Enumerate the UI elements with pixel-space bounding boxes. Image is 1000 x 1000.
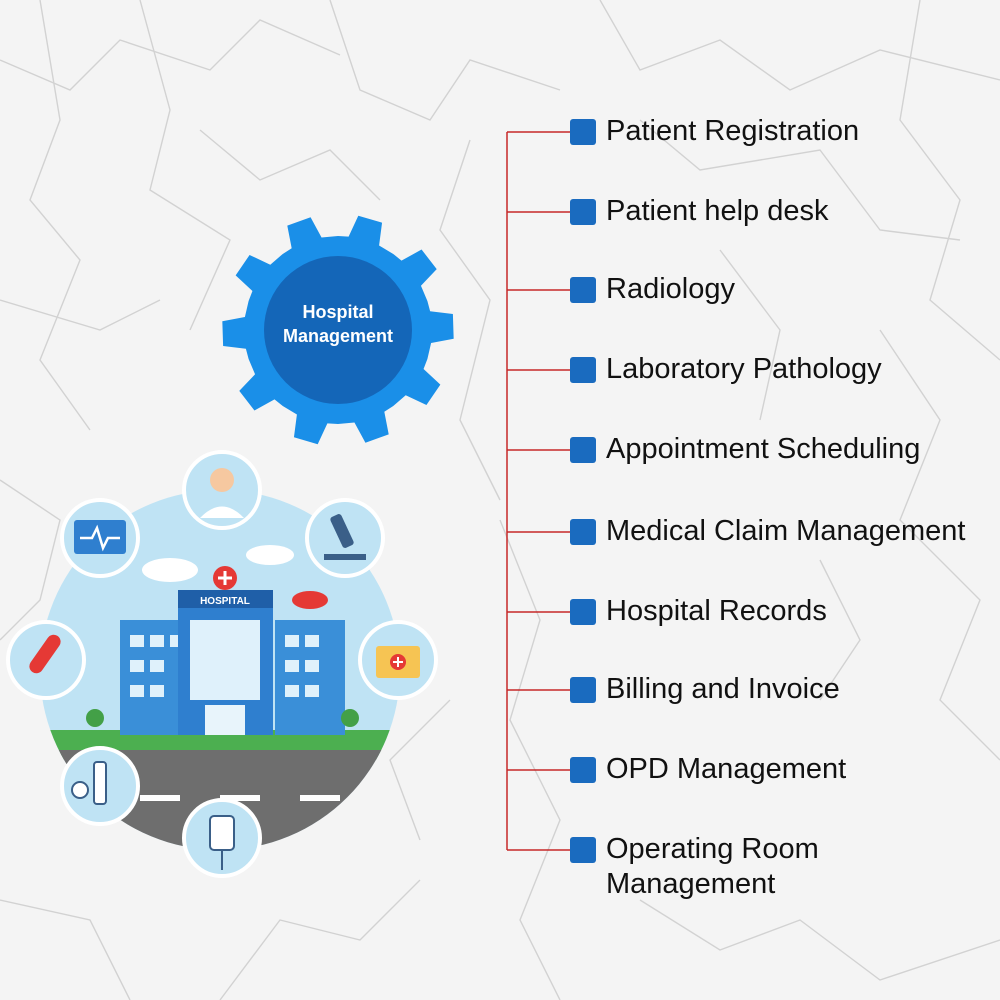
feature-item-line1: Laboratory Pathology [606,353,882,385]
feature-item-label: Billing and Invoice [606,672,840,707]
iv-drip-icon [182,798,262,878]
feature-item-label: Patient help desk [606,194,828,229]
bullet-square [570,199,596,225]
bullet-square [570,437,596,463]
hospital-illustration: HOSPITAL [6,450,438,878]
helicopter-icon [292,591,328,609]
bullet-square [570,677,596,703]
bullet-square [570,357,596,383]
bullet-square [570,119,596,145]
feature-item-line1: Operating Room [606,833,819,865]
syringe-icon [60,746,140,826]
feature-item-line1: Radiology [606,273,735,305]
gear-title: Hospital Management [258,300,418,348]
feature-item-label: OPD Management [606,752,846,787]
gear-title-line2: Management [282,326,394,346]
feature-item-label: Radiology [606,272,735,307]
feature-item-label: Patient Registration [606,114,859,149]
bullet-square [570,757,596,783]
feature-item-line1: Medical Claim Management [606,515,966,547]
cloud [246,545,294,565]
tree-icon [86,709,104,727]
sign-board [178,590,273,608]
bullet-square [570,519,596,545]
hospital-management-gear [222,215,454,445]
feature-item-label: Appointment Scheduling [606,432,920,467]
cross-icon [218,571,232,585]
medical-folder-icon [358,620,438,700]
feature-item-line1: Billing and Invoice [606,673,840,705]
feature-item-label: Laboratory Pathology [606,352,882,387]
microscope-icon [305,498,385,578]
feature-item-line1: Patient help desk [606,195,829,227]
bullet-square [570,599,596,625]
test-tube-icon [6,620,86,700]
feature-item-line1: Patient Registration [606,115,860,147]
feature-item-label: Hospital Records [606,594,827,629]
feature-item-label: Medical Claim Management [606,514,965,549]
feature-item-line2: Management [606,868,776,900]
entrance [205,705,245,735]
doctor-icon [182,450,262,530]
hospital-sign-text: HOSPITAL [200,596,250,607]
windows [130,620,319,700]
cloud [142,558,198,582]
bullet-square [570,277,596,303]
bullet-square [570,837,596,863]
feature-item-line1: Hospital Records [606,595,827,627]
gear-inner-circle [264,256,412,404]
feature-item-line1: OPD Management [606,753,847,785]
tree-icon [341,709,359,727]
feature-item-line1: Appointment Scheduling [606,433,921,465]
gear-title-line1: Hospital [302,302,374,322]
heart-monitor-icon [60,498,140,578]
